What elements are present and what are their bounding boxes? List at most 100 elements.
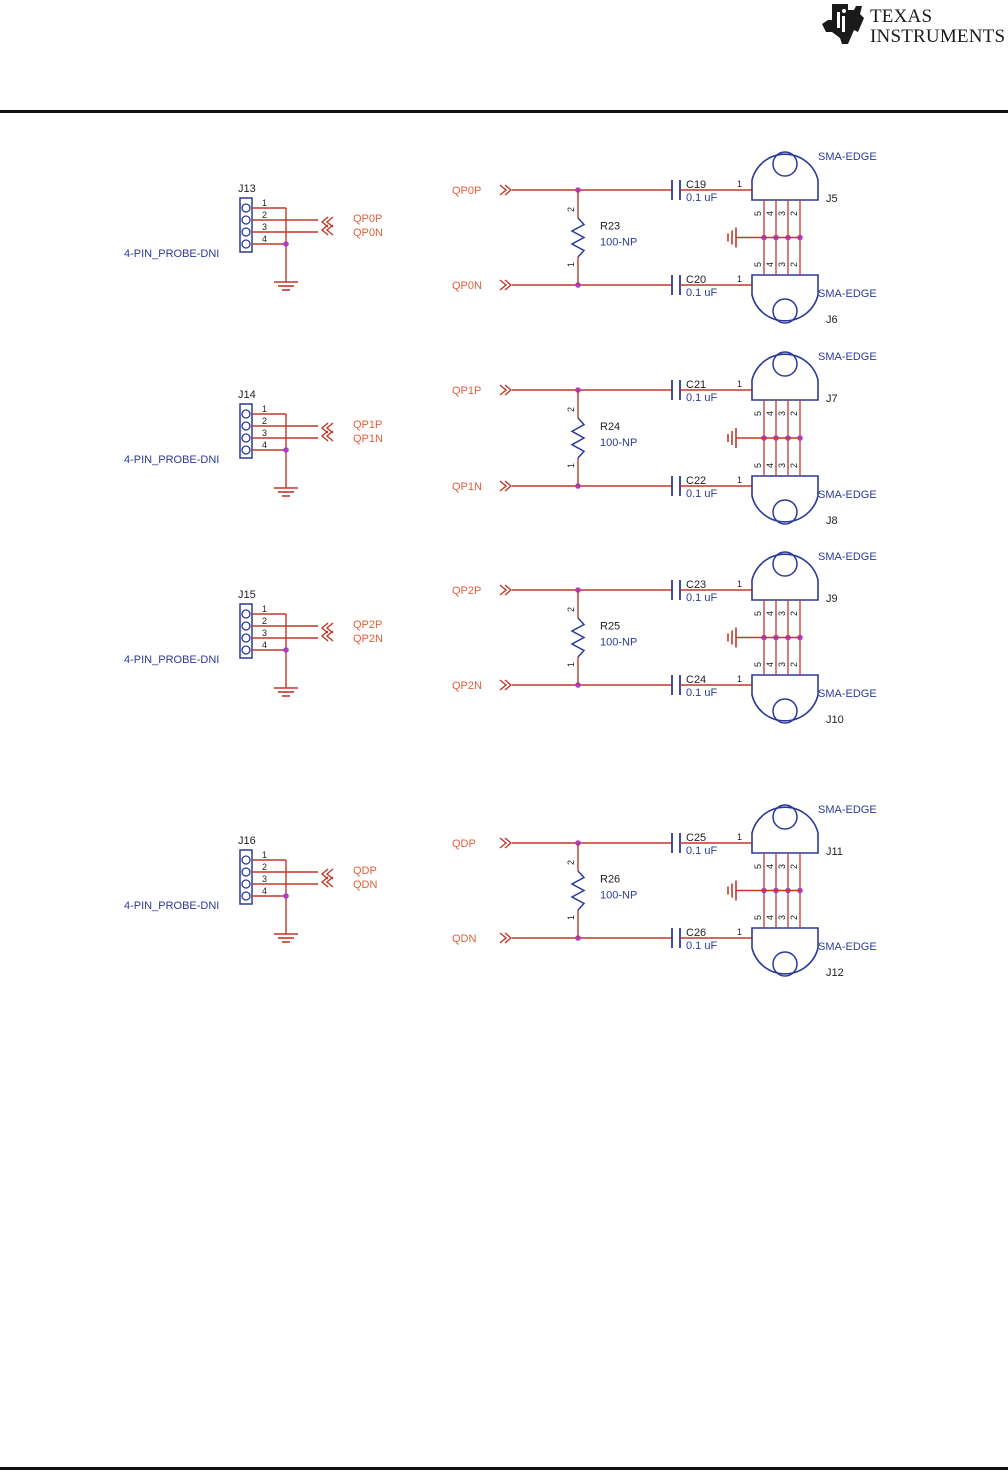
chevron-stroke xyxy=(504,279,513,291)
resistor-pin-number: 1 xyxy=(566,662,576,667)
sma-net-label: QP0N xyxy=(452,280,482,292)
chevron-stroke xyxy=(320,430,329,442)
gnd-pin-number: 3 xyxy=(777,611,787,616)
probe-header-pin xyxy=(241,879,251,889)
probe-pin-number: 4 xyxy=(262,440,267,450)
sma-center-pin xyxy=(772,151,798,177)
net-connector-icon xyxy=(499,584,513,596)
sma-ref-label: J5 xyxy=(826,193,838,205)
probe-header-pin xyxy=(241,433,251,443)
sma-body xyxy=(751,475,819,523)
resistor-body xyxy=(570,417,586,459)
sma-pin-number: 1 xyxy=(737,579,742,589)
probe-pin-number: 2 xyxy=(262,416,267,426)
sma-connector-bottom: 1 xyxy=(737,927,819,977)
sma-type-label: SMA-EDGE xyxy=(818,941,877,953)
ground-symbol xyxy=(727,428,737,448)
net-connector-icon xyxy=(499,384,513,396)
sma-pin-number: 1 xyxy=(737,179,742,189)
probe-net-label: QP2N xyxy=(353,633,383,645)
sma-connector-bottom: 1 xyxy=(737,475,819,525)
probe-header-pin xyxy=(241,855,251,865)
probe-pin-number: 2 xyxy=(262,210,267,220)
chevron-stroke xyxy=(325,876,334,888)
net-connector-icon xyxy=(320,622,334,634)
chevron-stroke xyxy=(320,630,329,642)
sma-center-pin xyxy=(772,499,798,525)
sma-net-label: QDP xyxy=(452,838,476,850)
resistor-value: 100-NP xyxy=(600,237,637,249)
capacitor-ref: C23 xyxy=(686,579,706,591)
sma-center-pin xyxy=(772,551,798,577)
gnd-pin-number: 5 xyxy=(753,915,763,920)
probe-pin-number: 3 xyxy=(262,428,267,438)
gnd-pin-number: 4 xyxy=(765,662,775,667)
gnd-pin-number: 3 xyxy=(777,662,787,667)
resistor-ref: R23 xyxy=(600,221,620,233)
capacitor-ref: C26 xyxy=(686,927,706,939)
gnd-pin-number: 4 xyxy=(765,915,775,920)
sma-connector-bottom: 1 xyxy=(737,674,819,724)
chevron-stroke xyxy=(504,679,513,691)
probe-header-body xyxy=(239,403,253,459)
gnd-pin-number: 4 xyxy=(765,864,775,869)
probe-header-pin xyxy=(241,445,251,455)
chevron-stroke xyxy=(325,430,334,442)
chevron-stroke xyxy=(325,868,334,880)
chevron-stroke xyxy=(504,584,513,596)
chevron-stroke xyxy=(325,630,334,642)
resistor-body xyxy=(570,617,586,658)
chevron-stroke xyxy=(504,184,513,196)
chevron-stroke xyxy=(499,480,508,492)
capacitor-value: 0.1 uF xyxy=(686,488,717,500)
probe-net-label: QP2P xyxy=(353,619,382,631)
sma-pin-number: 1 xyxy=(737,927,742,937)
chevron-stroke xyxy=(499,279,508,291)
probe-header-part: 4-PIN_PROBE-DNI xyxy=(124,900,219,912)
net-connector-icon xyxy=(499,932,513,944)
capacitor-value: 0.1 uF xyxy=(686,287,717,299)
net-connector-icon xyxy=(320,422,334,434)
sma-body xyxy=(751,806,819,854)
capacitor-value: 0.1 uF xyxy=(686,592,717,604)
sma-connector-top: 1 xyxy=(737,351,819,401)
probe-header-ref: J15 xyxy=(238,589,256,601)
gnd-pin-number: 5 xyxy=(753,211,763,216)
junction-dot xyxy=(283,447,289,453)
chevron-stroke xyxy=(325,224,334,236)
junction-dot xyxy=(283,647,289,653)
junction-dot xyxy=(283,241,289,247)
capacitor-ref: C21 xyxy=(686,379,706,391)
sma-net-label: QP0P xyxy=(452,185,481,197)
gnd-pin-number: 3 xyxy=(777,262,787,267)
sma-net-label: QDN xyxy=(452,933,477,945)
sma-body xyxy=(751,927,819,975)
probe-header-pin xyxy=(241,215,251,225)
sma-ref-label: J12 xyxy=(826,967,844,979)
sma-net-label: QP2P xyxy=(452,585,481,597)
chevron-stroke xyxy=(499,384,508,396)
probe-header-ref: J14 xyxy=(238,389,256,401)
sma-body xyxy=(751,674,819,722)
chevron-stroke xyxy=(320,422,329,434)
probe-net-label: QP1P xyxy=(353,419,382,431)
chevron-stroke xyxy=(325,622,334,634)
gnd-pin-number: 5 xyxy=(753,662,763,667)
gnd-pin-number: 3 xyxy=(777,211,787,216)
probe-pin-number: 3 xyxy=(262,874,267,884)
resistor-value: 100-NP xyxy=(600,437,637,449)
gnd-pin-number: 5 xyxy=(753,262,763,267)
sma-center-pin xyxy=(772,951,798,977)
gnd-pin-number: 4 xyxy=(765,262,775,267)
gnd-pin-number: 2 xyxy=(789,864,799,869)
chevron-stroke xyxy=(499,184,508,196)
chevron-stroke xyxy=(504,480,513,492)
chevron-stroke xyxy=(504,837,513,849)
ground-symbol xyxy=(727,880,737,901)
resistor-pin-number: 1 xyxy=(566,915,576,920)
